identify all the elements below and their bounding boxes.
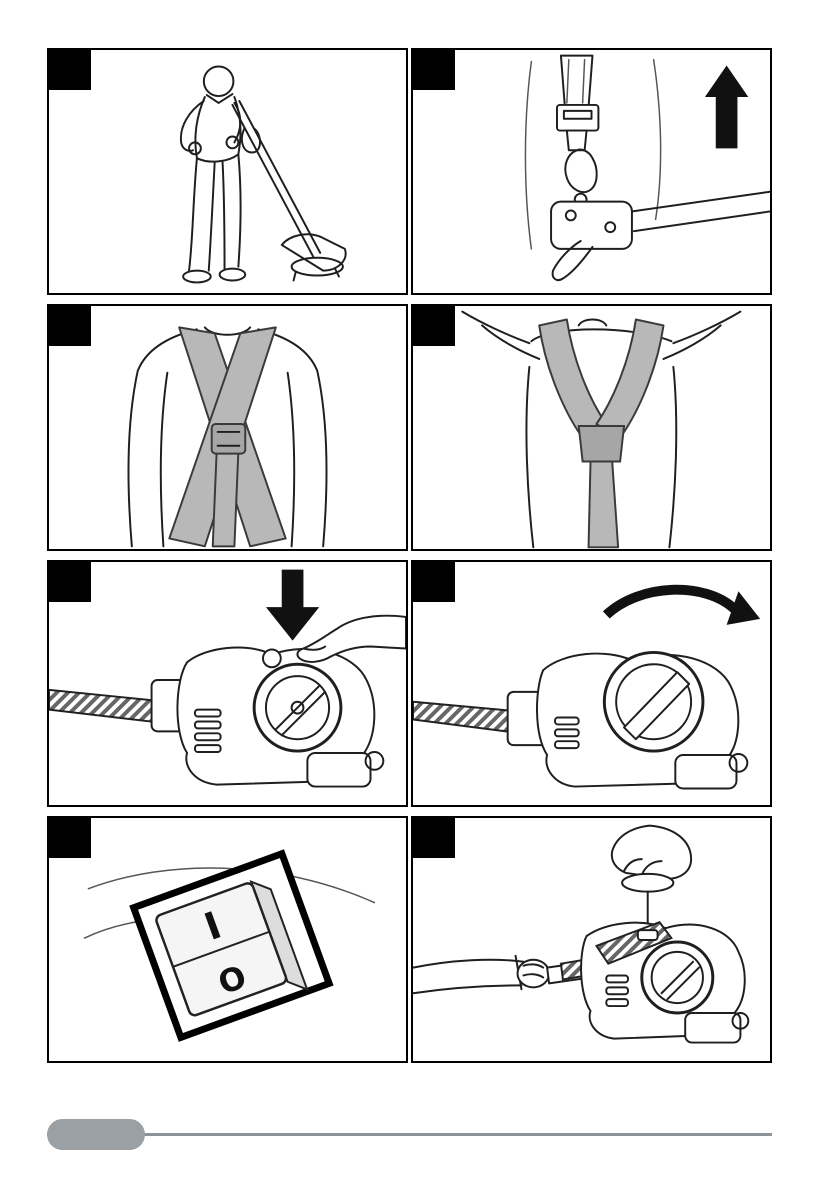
- operator-using-trimmer-figure: [179, 65, 347, 284]
- up-arrow-icon: [704, 65, 749, 149]
- figure-panel-3: [47, 304, 408, 551]
- harness-front-figure: [127, 326, 328, 548]
- figure-panel-1: [47, 48, 408, 295]
- figure-grid: I O: [47, 48, 772, 1063]
- figure-panel-5: [47, 560, 408, 807]
- panel-number-badge: [413, 562, 455, 602]
- figure-panel-4: [411, 304, 772, 551]
- rocker-switch: I O: [129, 849, 334, 1042]
- figure-panel-6: [411, 560, 772, 807]
- choke-knob-slot: [623, 671, 691, 741]
- curved-arrow-head: [726, 591, 761, 625]
- curved-arrow-icon: [602, 584, 738, 619]
- starter-pull-figure: [413, 824, 750, 1044]
- harness-knot: [577, 425, 626, 463]
- pressing-hand: [296, 614, 406, 663]
- power-switch-figure: I O: [83, 849, 376, 1042]
- primer-bulb: [262, 648, 282, 669]
- footer-rule: [47, 1133, 772, 1136]
- harness-hook-figure: [524, 54, 770, 282]
- harness-strap: [538, 318, 608, 439]
- harness-strap: [587, 460, 620, 549]
- panel-number-badge: [49, 562, 91, 602]
- figure-panel-7: I O: [47, 816, 408, 1063]
- harness-strap: [211, 450, 240, 548]
- starter-handle: [621, 872, 675, 893]
- panel-number-badge: [49, 306, 91, 346]
- figure-panel-8: [411, 816, 772, 1063]
- harness-strap: [595, 318, 665, 439]
- panel-number-badge: [413, 818, 455, 858]
- choke-rotate-figure: [413, 584, 761, 790]
- harness-back-figure: [461, 310, 742, 549]
- panel-number-badge: [49, 818, 91, 858]
- harness-buckle: [210, 423, 247, 455]
- down-arrow-icon: [265, 569, 320, 641]
- panel-number-badge: [413, 50, 455, 90]
- primer-press-figure: [49, 569, 406, 788]
- panel-number-badge: [49, 50, 91, 90]
- panel-number-badge: [413, 306, 455, 346]
- figure-panel-2: [411, 48, 772, 295]
- footer-page-tab: [47, 1119, 145, 1150]
